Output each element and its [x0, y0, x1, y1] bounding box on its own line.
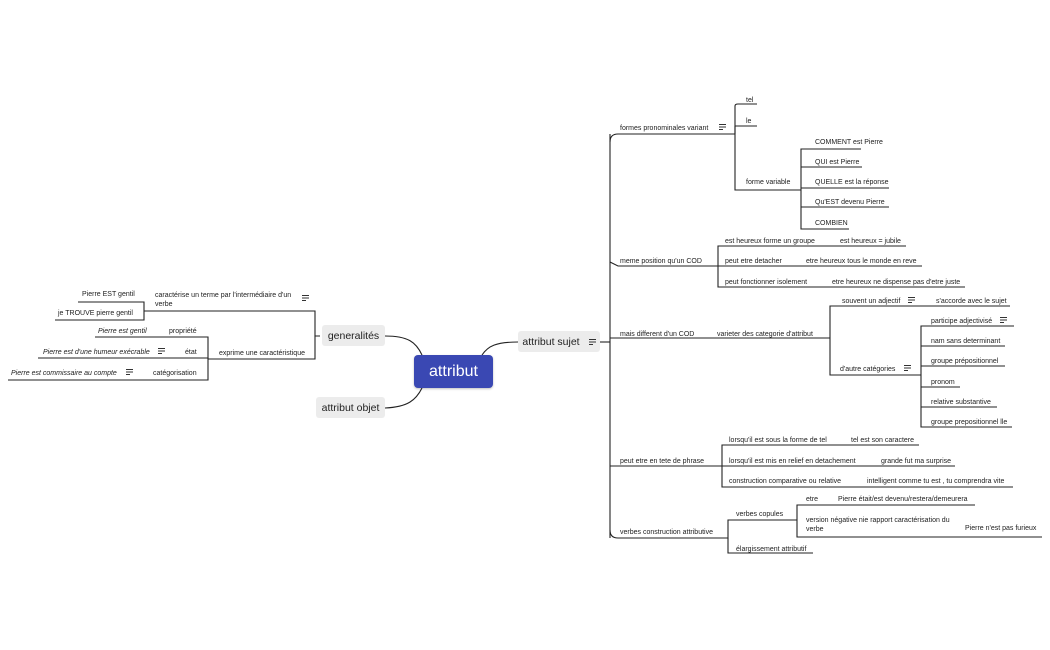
node-label: formes pronominales variant: [620, 125, 709, 132]
node-categorisation[interactable]: catégorisation: [153, 370, 197, 377]
notes-icon[interactable]: [126, 369, 133, 375]
node-etre-result[interactable]: Pierre était/est devenu/restera/demeurer…: [838, 496, 968, 503]
node-comment[interactable]: COMMENT est Pierre: [815, 139, 883, 146]
node-je-trouve[interactable]: je TROUVE pierre gentil: [58, 310, 133, 317]
node-negative-result[interactable]: Pierre n'est pas furieux: [965, 525, 1037, 532]
node-row-b[interactable]: etre heureux ne dispense pas d'etre just…: [832, 279, 961, 286]
branch-generalites[interactable]: generalités: [322, 325, 385, 346]
node-caracterise[interactable]: caractérise un terme par l'intermédiaire…: [155, 292, 292, 308]
node-participe[interactable]: participe adjectivisé: [931, 318, 993, 325]
node-version-negative[interactable]: version négative nie rapport caractérisa…: [806, 517, 950, 533]
node-combien[interactable]: COMBIEN: [815, 220, 848, 227]
node-cat-example[interactable]: Pierre est commissaire au compte: [11, 370, 117, 377]
notes-icon[interactable]: [158, 348, 165, 354]
notes-icon[interactable]: [302, 295, 309, 301]
node-groupe-prep[interactable]: groupe prépositionnel: [931, 358, 999, 365]
node-row-a[interactable]: lorsqu'il est sous la forme de tel: [729, 437, 827, 444]
root-node[interactable]: attribut: [414, 355, 493, 388]
node-row-b[interactable]: tel est son caractere: [851, 437, 915, 444]
node-nam-sans-det[interactable]: nam sans determinant: [931, 338, 1001, 345]
node-meme-position[interactable]: meme position qu'un COD: [620, 258, 702, 265]
node-verbes-construction[interactable]: verbes construction attributive: [620, 529, 713, 536]
node-groupe-prep-lle[interactable]: groupe prepositionnel lle: [931, 419, 1008, 426]
node-etat[interactable]: état: [185, 349, 197, 356]
node-relative-subst[interactable]: relative substantive: [931, 399, 991, 406]
node-mais-different[interactable]: mais different d'un COD: [620, 331, 695, 338]
node-souvent-adjectif[interactable]: souvent un adjectif: [842, 298, 901, 305]
notes-icon[interactable]: [588, 338, 596, 345]
notes-icon[interactable]: [719, 124, 726, 130]
node-pierre-est-gentil[interactable]: Pierre EST gentil: [82, 291, 135, 298]
node-row-a[interactable]: est heureux forme un groupe: [725, 238, 815, 245]
branch-label: attribut objet: [321, 401, 380, 414]
node-autres-categories[interactable]: d'autre catégories: [840, 366, 896, 373]
branch-label: generalités: [327, 329, 380, 342]
notes-icon[interactable]: [904, 365, 911, 371]
node-etre[interactable]: etre: [806, 496, 819, 503]
node-propriete[interactable]: propriété: [169, 328, 197, 335]
node-le[interactable]: le: [746, 118, 752, 125]
node-exprime[interactable]: exprime une caractéristique: [219, 350, 305, 357]
node-elargissement[interactable]: élargissement attributif: [736, 546, 807, 553]
node-formes-pronominales[interactable]: formes pronominales variant: [620, 124, 708, 133]
node-row-b[interactable]: intelligent comme tu est , tu comprendra…: [867, 478, 1005, 485]
node-row-b[interactable]: etre heureux tous le monde en reve: [806, 258, 917, 265]
node-row-a[interactable]: lorsqu'il est mis en relief en detacheme…: [729, 458, 856, 465]
notes-icon[interactable]: [908, 297, 915, 303]
node-varieter[interactable]: varieter des categorie d'attribut: [717, 331, 813, 338]
node-quelle[interactable]: QUELLE est la réponse: [815, 179, 889, 186]
node-row-a[interactable]: peut fonctionner isolement: [725, 279, 808, 286]
node-tete-phrase[interactable]: peut etre en tete de phrase: [620, 458, 705, 465]
node-row-b[interactable]: grande fut ma surprise: [881, 458, 952, 465]
branch-attribut-sujet[interactable]: attribut sujet: [518, 331, 600, 352]
node-forme-variable[interactable]: forme variable: [746, 179, 791, 186]
branch-label: attribut sujet: [522, 335, 580, 348]
notes-icon[interactable]: [1000, 317, 1007, 323]
node-etat-example[interactable]: Pierre est d'une humeur exécrable: [43, 349, 150, 356]
node-row-a[interactable]: construction comparative ou relative: [729, 478, 842, 485]
node-row-a[interactable]: peut etre detacher: [725, 258, 782, 265]
node-quest[interactable]: Qu'EST devenu Pierre: [815, 199, 885, 206]
node-prop-example[interactable]: Pierre est gentil: [98, 328, 147, 335]
node-tel[interactable]: tel: [746, 97, 754, 104]
node-accord-sujet[interactable]: s'accorde avec le sujet: [936, 298, 1007, 305]
branch-attribut-objet[interactable]: attribut objet: [316, 397, 385, 418]
node-verbes-copules[interactable]: verbes copules: [736, 511, 784, 518]
root-label: attribut: [429, 362, 478, 380]
node-qui[interactable]: QUI est Pierre: [815, 159, 860, 166]
node-pronom[interactable]: pronom: [931, 379, 955, 386]
node-row-b[interactable]: est heureux = jubile: [840, 238, 901, 245]
